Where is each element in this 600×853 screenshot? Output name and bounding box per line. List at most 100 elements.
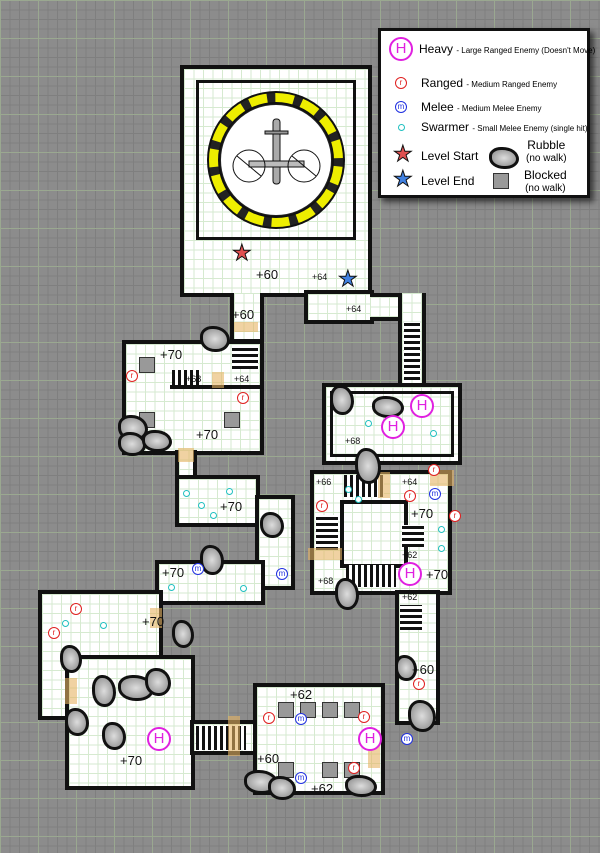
elevation-label: +60: [257, 751, 280, 766]
elevation-label: +60: [412, 662, 435, 677]
elevation-label: +70: [411, 506, 434, 521]
ranged-enemy: r: [126, 370, 138, 382]
swarmer-enemy: [240, 585, 247, 592]
elevation-label: +68: [186, 374, 202, 384]
rubble: [330, 385, 354, 415]
blocked-legend-icon: [493, 173, 509, 189]
rubble: [260, 512, 284, 538]
elevation-label: +64: [312, 272, 328, 282]
elevation-label: +70: [162, 565, 185, 580]
blocked-tile: [224, 412, 240, 428]
door: [212, 372, 224, 388]
melee-legend-icon: m: [395, 101, 407, 113]
door: [378, 472, 390, 498]
rubble: [268, 776, 296, 800]
rubble-legend-icon: [489, 147, 519, 169]
legend-level-start: Level Start: [421, 149, 479, 163]
ranged-enemy: r: [316, 500, 328, 512]
swarmer-enemy: [198, 502, 205, 509]
elevation-label: +68: [345, 436, 361, 446]
legend-level-end: Level End: [421, 174, 475, 188]
ranged-enemy: r: [428, 464, 440, 476]
swarmer-enemy: [183, 490, 190, 497]
legend-melee-name: Melee: [421, 100, 454, 114]
melee-enemy: m: [429, 488, 441, 500]
legend-melee-desc: - Medium Melee Enemy: [457, 104, 542, 113]
door: [308, 548, 342, 560]
elevation-label: +64: [234, 374, 250, 384]
blocked-tile: [322, 702, 338, 718]
ranged-enemy: r: [404, 490, 416, 502]
elevation-label: +64: [346, 304, 362, 314]
door: [234, 322, 258, 332]
legend-blocked-note: (no walk): [525, 183, 566, 194]
elevation-label: +70: [120, 753, 143, 768]
door: [178, 448, 194, 462]
ranged-enemy: r: [48, 627, 60, 639]
ranged-legend-icon: r: [395, 77, 407, 89]
ranged-enemy: r: [70, 603, 82, 615]
stairs: [404, 322, 420, 380]
rubble: [102, 722, 126, 750]
elevation-label: +70: [160, 347, 183, 362]
door: [228, 716, 240, 756]
swarmer-legend-icon: [398, 124, 405, 131]
stairs: [400, 605, 422, 630]
swarmer-enemy: [365, 420, 372, 427]
blocked-tile: [344, 702, 360, 718]
swarmer-enemy: [438, 526, 445, 533]
elevation-label: +64: [402, 477, 418, 487]
stairs: [402, 525, 424, 547]
rubble: [345, 775, 377, 797]
melee-enemy: m: [295, 772, 307, 784]
rubble: [200, 326, 230, 352]
level-start-star-icon: ★: [232, 240, 253, 265]
legend-swarmer-desc: - Small Melee Enemy (single hit): [472, 124, 588, 133]
rubble: [145, 668, 171, 696]
stairs: [346, 565, 396, 587]
elevation-label: +62: [402, 550, 418, 560]
swarmer-enemy: [100, 622, 107, 629]
level-end-legend-icon: ★: [393, 166, 414, 191]
melee-enemy: m: [276, 568, 288, 580]
elevation-label: +62: [311, 781, 334, 796]
helipad: [196, 80, 356, 240]
rubble: [60, 645, 82, 673]
legend-ranged-desc: - Medium Ranged Enemy: [466, 80, 558, 89]
heavy-enemy: H: [358, 727, 382, 751]
ranged-enemy: r: [413, 678, 425, 690]
elevation-label: +62: [290, 687, 313, 702]
stairs: [232, 345, 258, 369]
rubble: [65, 708, 89, 736]
legend-heavy-desc: - Large Ranged Enemy (Doesn't Move): [456, 46, 596, 55]
swarm-room: [175, 475, 260, 527]
rubble: [172, 620, 194, 648]
swarmer-enemy: [355, 496, 362, 503]
ranged-enemy: r: [449, 510, 461, 522]
swarmer-enemy: [438, 545, 445, 552]
ranged-enemy: r: [348, 762, 360, 774]
aircraft-icon: [229, 111, 324, 206]
ranged-enemy: r: [237, 392, 249, 404]
legend-rubble: Rubble: [527, 138, 566, 152]
stairs: [172, 370, 202, 385]
blocked-tile: [139, 357, 155, 373]
elevation-label: +68: [318, 576, 334, 586]
rubble: [355, 448, 381, 484]
heavy-enemy: H: [398, 562, 422, 586]
rubble: [408, 700, 436, 732]
legend-heavy-name: Heavy: [419, 42, 454, 56]
door: [150, 608, 162, 628]
level-start-legend-icon: ★: [393, 141, 414, 166]
rubble: [200, 545, 224, 575]
ranged-enemy: r: [358, 711, 370, 723]
rubble: [395, 655, 417, 681]
elevation-label: +62: [402, 592, 418, 602]
elevation-label: +60: [256, 267, 279, 282]
end-room: [304, 290, 374, 324]
rubble: [142, 430, 172, 452]
swarmer-enemy: [168, 584, 175, 591]
elevation-label: +70: [426, 567, 449, 582]
blocked-tile: [322, 762, 338, 778]
rubble: [92, 675, 116, 707]
